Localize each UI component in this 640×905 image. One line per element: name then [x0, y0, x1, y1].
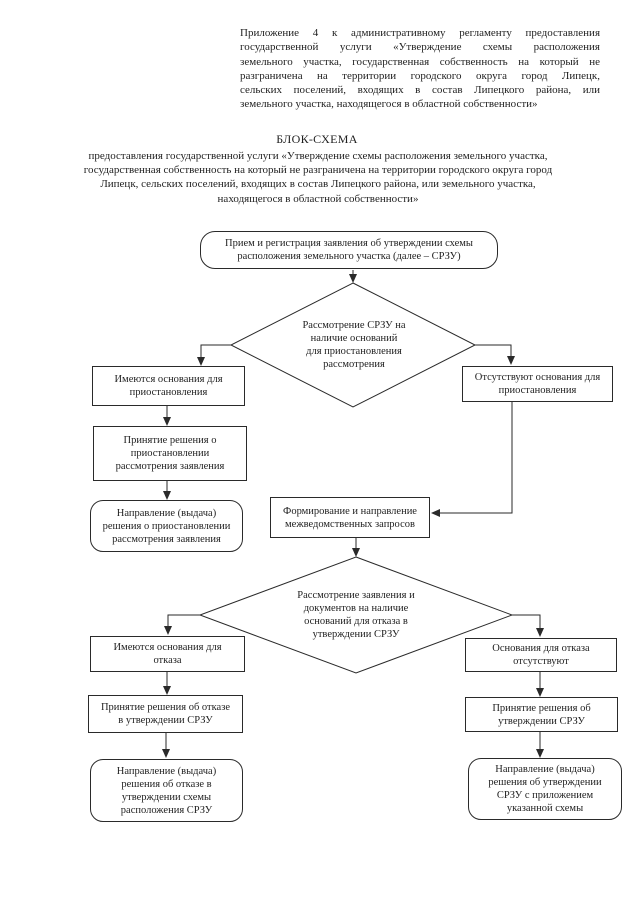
- page-title: БЛОК-СХЕМА: [276, 132, 358, 146]
- node-decision-to-suspend: Принятие решения о приостановлении рассм…: [93, 426, 247, 481]
- connector-diamond1-to-grounds-present: [200, 344, 231, 357]
- appendix-note-line: Приложение 4 к административному регламе…: [240, 27, 600, 39]
- appendix-note: Приложение 4 к административному регламе…: [240, 26, 600, 112]
- node-issue-suspension-decision: Направление (выдача) решения о приостано…: [90, 500, 243, 552]
- arrowhead: [162, 749, 170, 758]
- node-decision-refuse: Принятие решения об отказе в утверждении…: [88, 695, 243, 733]
- node-reception: Прием и регистрация заявления об утвержд…: [200, 231, 498, 269]
- arrowhead: [507, 356, 515, 365]
- connector-grounds-absent-to-interagency: [440, 402, 513, 514]
- node-grounds-refusal-absent: Основания для отказа отсутствуют: [465, 638, 617, 672]
- node-issue-refusal-decision: Направление (выдача) решения об отказе в…: [90, 759, 243, 822]
- appendix-note-line: земельного участка, находящегося в облас…: [240, 98, 538, 111]
- arrowhead: [352, 548, 360, 557]
- appendix-note-line: разграничена на территории городского ок…: [240, 69, 600, 82]
- node-decision-approve: Принятие решения об утверждении СРЗУ: [465, 697, 618, 732]
- arrowhead: [431, 509, 440, 517]
- page-subtitle-line: государственная собственность на который…: [83, 164, 553, 177]
- connector-diamond2-to-refusal-absent: [512, 614, 541, 628]
- suspension-decision-diamond-outline: [229, 282, 477, 408]
- appendix-note-line: государственной услуги «Утверждение схем…: [240, 41, 600, 54]
- node-grounds-suspension-absent: Отсутствуют основания для приостановлени…: [462, 366, 613, 402]
- node-suspension-review-decision: Рассмотрение СРЗУ на наличие оснований д…: [302, 320, 406, 370]
- arrowhead: [349, 274, 357, 283]
- node-interagency-requests: Формирование и направление межведомствен…: [270, 497, 430, 538]
- arrowhead: [164, 626, 172, 635]
- arrowhead: [536, 749, 544, 758]
- arrowhead: [163, 417, 171, 426]
- page-subtitle-line: предоставления государственной услуги «У…: [88, 150, 548, 162]
- refusal-decision-diamond-outline: [198, 556, 514, 674]
- node-grounds-refusal-present: Имеются основания для отказа: [90, 636, 245, 672]
- node-refusal-review-decision: Рассмотрение заявления и документов на н…: [297, 590, 415, 640]
- page-subtitle: предоставления государственной услуги «У…: [20, 149, 616, 206]
- appendix-note-line: земельного участка, государственная собс…: [240, 55, 600, 68]
- arrowhead: [536, 628, 544, 637]
- arrowhead: [536, 688, 544, 697]
- arrowhead: [163, 491, 171, 500]
- connector-diamond1-to-grounds-absent: [475, 344, 512, 356]
- page-subtitle-line: Липецк, сельских поселений, входящих в с…: [100, 178, 536, 191]
- arrowhead: [197, 357, 205, 366]
- node-grounds-suspension-present: Имеются основания для приостановления: [92, 366, 245, 406]
- page-subtitle-line: находящегося в областной собственности»: [217, 192, 419, 205]
- connector-diamond2-to-refusal-present: [167, 614, 200, 626]
- node-issue-approval-decision: Направление (выдача) решения об утвержде…: [468, 758, 622, 820]
- appendix-note-line: сельских поселений, входящих в состав Ли…: [240, 84, 600, 97]
- arrowhead: [163, 686, 171, 695]
